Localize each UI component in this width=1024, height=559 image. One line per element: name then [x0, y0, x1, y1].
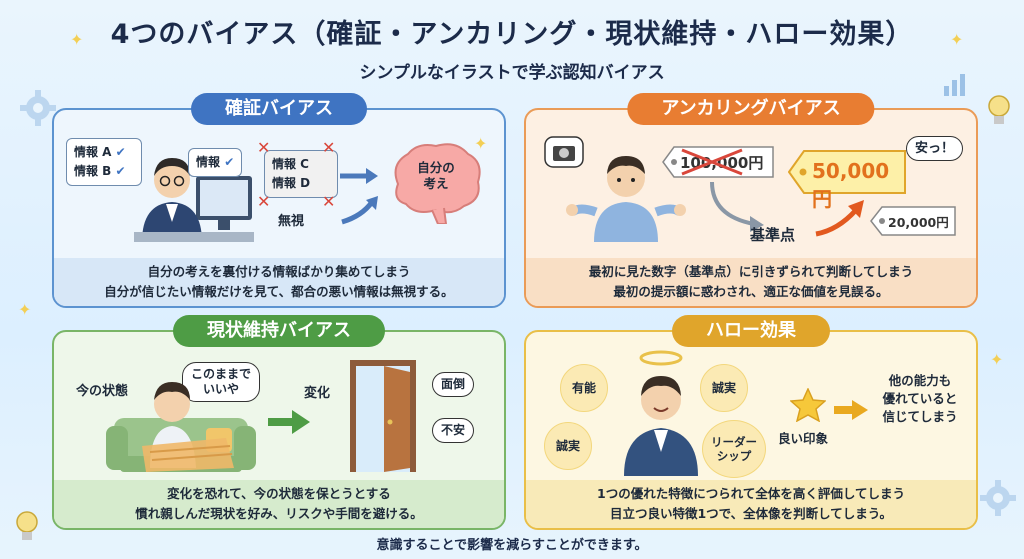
- confirmation-bias-panel: 確証バイアス 情報 A ✔ 情報 B ✔ 情報 ✔ 情報 C 情報 D ✕ ✕ …: [52, 93, 506, 308]
- exclaim-bubble: 安っ！: [906, 136, 964, 161]
- trait-leadership: リーダー シップ: [702, 420, 766, 478]
- info-label: 情報: [196, 155, 221, 169]
- bar-chart-icon: [942, 70, 972, 98]
- star-icon: [789, 387, 827, 423]
- person-with-halo: [618, 348, 704, 476]
- sparkle-icon: ✦: [950, 30, 964, 49]
- brain-label: 自分の 考え: [417, 160, 455, 191]
- person-on-sofa: [106, 368, 256, 476]
- anchoring-caption: 最初に見た数字（基準点）に引きずられて判断してしまう 最初の提示額に惑わされ、適…: [526, 258, 976, 306]
- confirmation-caption-line2: 自分が信じたい情報だけを見て、都合の悪い情報は無視する。: [104, 284, 454, 299]
- cross-icon: ✕: [322, 138, 336, 157]
- person-at-computer: [134, 146, 254, 242]
- info-d-label: 情報 D: [272, 176, 311, 190]
- status-quo-caption-line2: 慣れ親しんだ現状を好み、リスクや手間を避ける。: [135, 506, 423, 521]
- info-a-label: 情報 A: [74, 145, 112, 159]
- info-ab-note: 情報 A ✔ 情報 B ✔: [66, 138, 142, 186]
- change-label: 変化: [304, 386, 331, 401]
- status-quo-caption: 変化を恐れて、今の状態を保とうとする 慣れ親しんだ現状を好み、リスクや手間を避け…: [54, 480, 504, 528]
- anchoring-bias-heading: アンカリングバイアス: [627, 93, 875, 125]
- check-icon: ✔: [115, 164, 126, 178]
- sparkle-icon: ✦: [70, 30, 84, 49]
- halo-caption-line1: 1つの優れた特徴につられて全体を高く評価してしまう: [597, 486, 905, 501]
- thought-bubble: このままで いいや: [182, 362, 261, 402]
- cross-icon: ✕: [257, 138, 271, 157]
- gear-icon: [978, 478, 1018, 518]
- worry-bubble-bother: 面倒: [432, 372, 475, 397]
- status-quo-bias-panel: 現状維持バイアス 今の状態 このままで いいや 変化 面倒 不安 変化: [52, 315, 506, 530]
- info-cd-note: 情報 C 情報 D: [264, 150, 338, 198]
- worry-bubble-anxiety: 不安: [432, 418, 475, 443]
- check-icon: ✔: [115, 145, 126, 159]
- anchor-label: 基準点: [750, 226, 796, 244]
- check-icon: ✔: [224, 155, 235, 169]
- lightbulb-icon: [12, 508, 42, 544]
- confirmation-caption-line1: 自分の考えを裏付ける情報ばかり集めてしまう: [147, 264, 411, 279]
- good-impression-label: 良い印象: [778, 431, 829, 446]
- gear-icon: [18, 88, 58, 128]
- confirmation-caption: 自分の考えを裏付ける情報ばかり集めてしまう 自分が信じたい情報だけを見て、都合の…: [54, 258, 504, 306]
- anchoring-caption-line2: 最初の提示額に惑わされ、適正な価値を見誤る。: [613, 284, 889, 299]
- ignore-label: 無視: [278, 214, 305, 229]
- sparkle-icon: ✦: [18, 300, 32, 319]
- status-quo-caption-line1: 変化を恐れて、今の状態を保とうとする: [167, 486, 391, 501]
- lightbulb-icon: [984, 92, 1014, 128]
- halo-caption: 1つの優れた特徴につられて全体を高く評価してしまう 目立つ良い特徴1つで、全体像…: [526, 480, 976, 528]
- halo-effect-heading: ハロー効果: [672, 315, 830, 347]
- arrow-right-icon: [338, 166, 382, 226]
- halo-effect-panel: ハロー効果 有能 誠実 誠実 リーダー シップ 良い印象 他の能力も 優れている…: [524, 315, 978, 530]
- sale-price: 50,000円: [812, 159, 890, 211]
- arrow-right-icon: [834, 400, 868, 420]
- anchoring-caption-line1: 最初に見た数字（基準点）に引きずられて判断してしまう: [588, 264, 914, 279]
- footer-note: 意識することで影響を減らすことができます。: [376, 538, 648, 553]
- info-c-label: 情報 C: [272, 157, 309, 171]
- other-price: 20,000円: [888, 215, 949, 230]
- open-door-icon: [348, 358, 422, 474]
- sparkle-icon: ✦: [474, 134, 488, 153]
- arrow-right-icon: [268, 410, 310, 434]
- original-price-tag: 100,000円: [662, 146, 774, 178]
- sale-price-tag: 50,000円: [788, 150, 906, 211]
- brain-icon: [386, 140, 486, 225]
- shrugging-person: [566, 142, 686, 242]
- cross-icon: ✕: [257, 192, 271, 211]
- camera-icon: [544, 136, 584, 168]
- rising-arrow-icon: [812, 198, 872, 238]
- trait-honest-top: 誠実: [700, 364, 748, 412]
- anchoring-bias-panel: アンカリングバイアス 100,000円 50,000円 安っ！ 基準点 2: [524, 93, 978, 308]
- status-quo-bias-heading: 現状維持バイアス: [173, 315, 385, 347]
- info-b-label: 情報 B: [74, 164, 112, 178]
- confirmation-bias-heading: 確証バイアス: [191, 93, 367, 125]
- page-subtitle: シンプルなイラストで学ぶ認知バイアス: [359, 63, 665, 83]
- halo-result-label: 他の能力も 優れていると 信じてしまう: [882, 373, 958, 424]
- other-price-tag: 20,000円: [870, 206, 956, 236]
- anchor-arrow-icon: [706, 181, 786, 232]
- info-single-note: 情報 ✔: [188, 148, 243, 177]
- trait-honest-bottom: 誠実: [544, 422, 592, 470]
- current-state-label: 今の状態: [76, 384, 129, 399]
- trait-ability: 有能: [560, 364, 608, 412]
- halo-caption-line2: 目立つ良い特徴1つで、全体像を判断してしまう。: [609, 506, 893, 521]
- sparkle-icon: ✦: [990, 350, 1004, 369]
- page-title: 4つのバイアス（確証・アンカリング・現状維持・ハロー効果）: [110, 19, 914, 50]
- cross-icon: ✕: [322, 192, 336, 211]
